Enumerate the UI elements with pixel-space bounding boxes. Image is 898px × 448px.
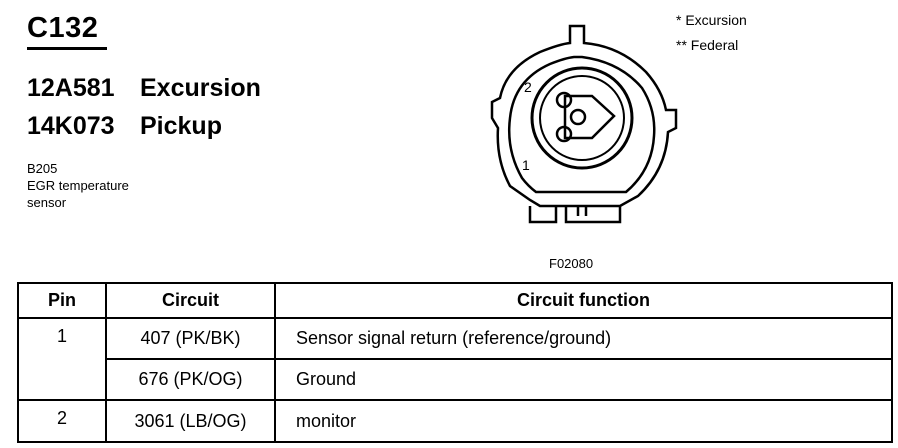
table-row: 2 3061 (LB/OG) monitor	[17, 399, 893, 443]
connector-inner-outline	[508, 55, 656, 194]
pin-label-2: 2	[524, 79, 532, 95]
circuit-cell: 407 (PK/BK)	[105, 317, 276, 360]
function-cell: monitor	[274, 399, 893, 443]
legend-marker: **	[676, 37, 687, 53]
connector-housing-outline	[490, 24, 678, 208]
part-row-excursion: 12A581 Excursion	[27, 74, 261, 103]
connector-cavity-inner	[539, 75, 625, 161]
legend-text: Federal	[690, 37, 739, 53]
part-number: 12A581	[27, 74, 115, 102]
pin-cell: 1	[17, 317, 107, 359]
legend-item-excursion: * Excursion	[676, 12, 747, 28]
part-application: Excursion	[140, 74, 261, 102]
table-row: 1 407 (PK/BK) Sensor signal return (refe…	[17, 317, 893, 360]
column-header-pin: Pin	[17, 282, 107, 319]
column-header-circuit: Circuit	[105, 282, 276, 319]
table-row: 676 (PK/OG) Ground	[17, 358, 893, 401]
legend-text: Excursion	[685, 12, 747, 28]
pin-1-terminal	[555, 125, 573, 143]
pin-cell: 2	[17, 399, 107, 443]
circuit-cell: 676 (PK/OG)	[105, 358, 276, 401]
connector-latch-bottom	[528, 206, 622, 224]
component-ref: B205	[27, 161, 58, 176]
pin-label-1: 1	[522, 157, 530, 173]
connector-key-shape	[563, 94, 616, 140]
component-name-line2: sensor	[27, 195, 67, 210]
connector-face-diagram: 2 1	[490, 24, 678, 224]
function-cell: Sensor signal return (reference/ground)	[274, 317, 893, 360]
part-number: 14K073	[27, 112, 115, 140]
center-post	[569, 108, 587, 126]
pin-2-terminal	[555, 91, 573, 109]
legend-marker: *	[676, 12, 682, 28]
component-name-line1: EGR temperature	[27, 178, 129, 193]
circuit-cell: 3061 (LB/OG)	[105, 399, 276, 443]
column-header-function: Circuit function	[274, 282, 893, 319]
connector-cavity-ring	[530, 66, 634, 170]
connector-id-underline	[27, 47, 107, 50]
part-row-pickup: 14K073 Pickup	[27, 112, 222, 141]
pin-cell	[17, 359, 107, 401]
connector-id: C132	[27, 12, 99, 44]
figure-reference: F02080	[549, 256, 594, 271]
legend-item-federal: ** Federal	[676, 37, 738, 53]
pinout-table: Pin Circuit Circuit function 1 407 (PK/B…	[17, 282, 893, 443]
function-cell: Ground	[274, 358, 893, 401]
component-description: B205 EGR temperature sensor	[27, 160, 129, 211]
part-application: Pickup	[140, 112, 222, 140]
table-header-row: Pin Circuit Circuit function	[17, 282, 893, 319]
